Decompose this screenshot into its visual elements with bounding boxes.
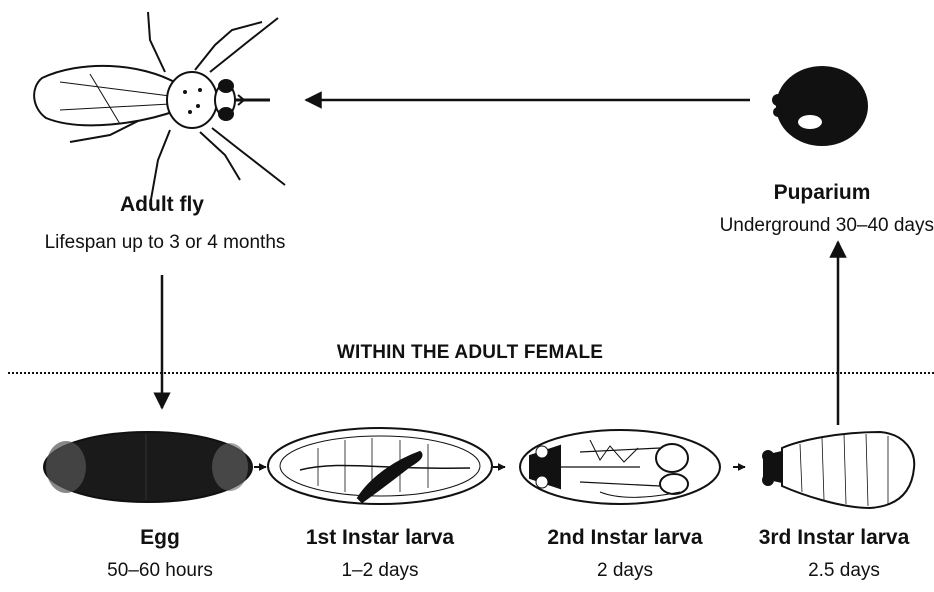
egg-illustration [44, 432, 252, 502]
third-instar-title: 3rd Instar larva [734, 526, 934, 550]
puparium-title: Puparium [742, 181, 902, 205]
third-instar-duration: 2.5 days [774, 560, 914, 582]
adult-fly-lifespan: Lifespan up to 3 or 4 months [0, 232, 330, 254]
puparium-illustration [772, 66, 868, 146]
first-instar-illustration [268, 428, 492, 504]
adult-fly-title: Adult fly [62, 193, 262, 217]
egg-title: Egg [80, 526, 240, 550]
puparium-duration: Underground 30–40 days [664, 215, 934, 237]
adult-fly-illustration [34, 12, 285, 205]
within-adult-female-banner: WITHIN THE ADULT FEMALE [300, 342, 640, 364]
second-instar-illustration [520, 430, 720, 504]
first-instar-title: 1st Instar larva [270, 526, 490, 550]
second-instar-title: 2nd Instar larva [515, 526, 735, 550]
egg-duration: 50–60 hours [60, 560, 260, 582]
third-instar-illustration [763, 432, 914, 508]
first-instar-duration: 1–2 days [300, 560, 460, 582]
second-instar-duration: 2 days [545, 560, 705, 582]
